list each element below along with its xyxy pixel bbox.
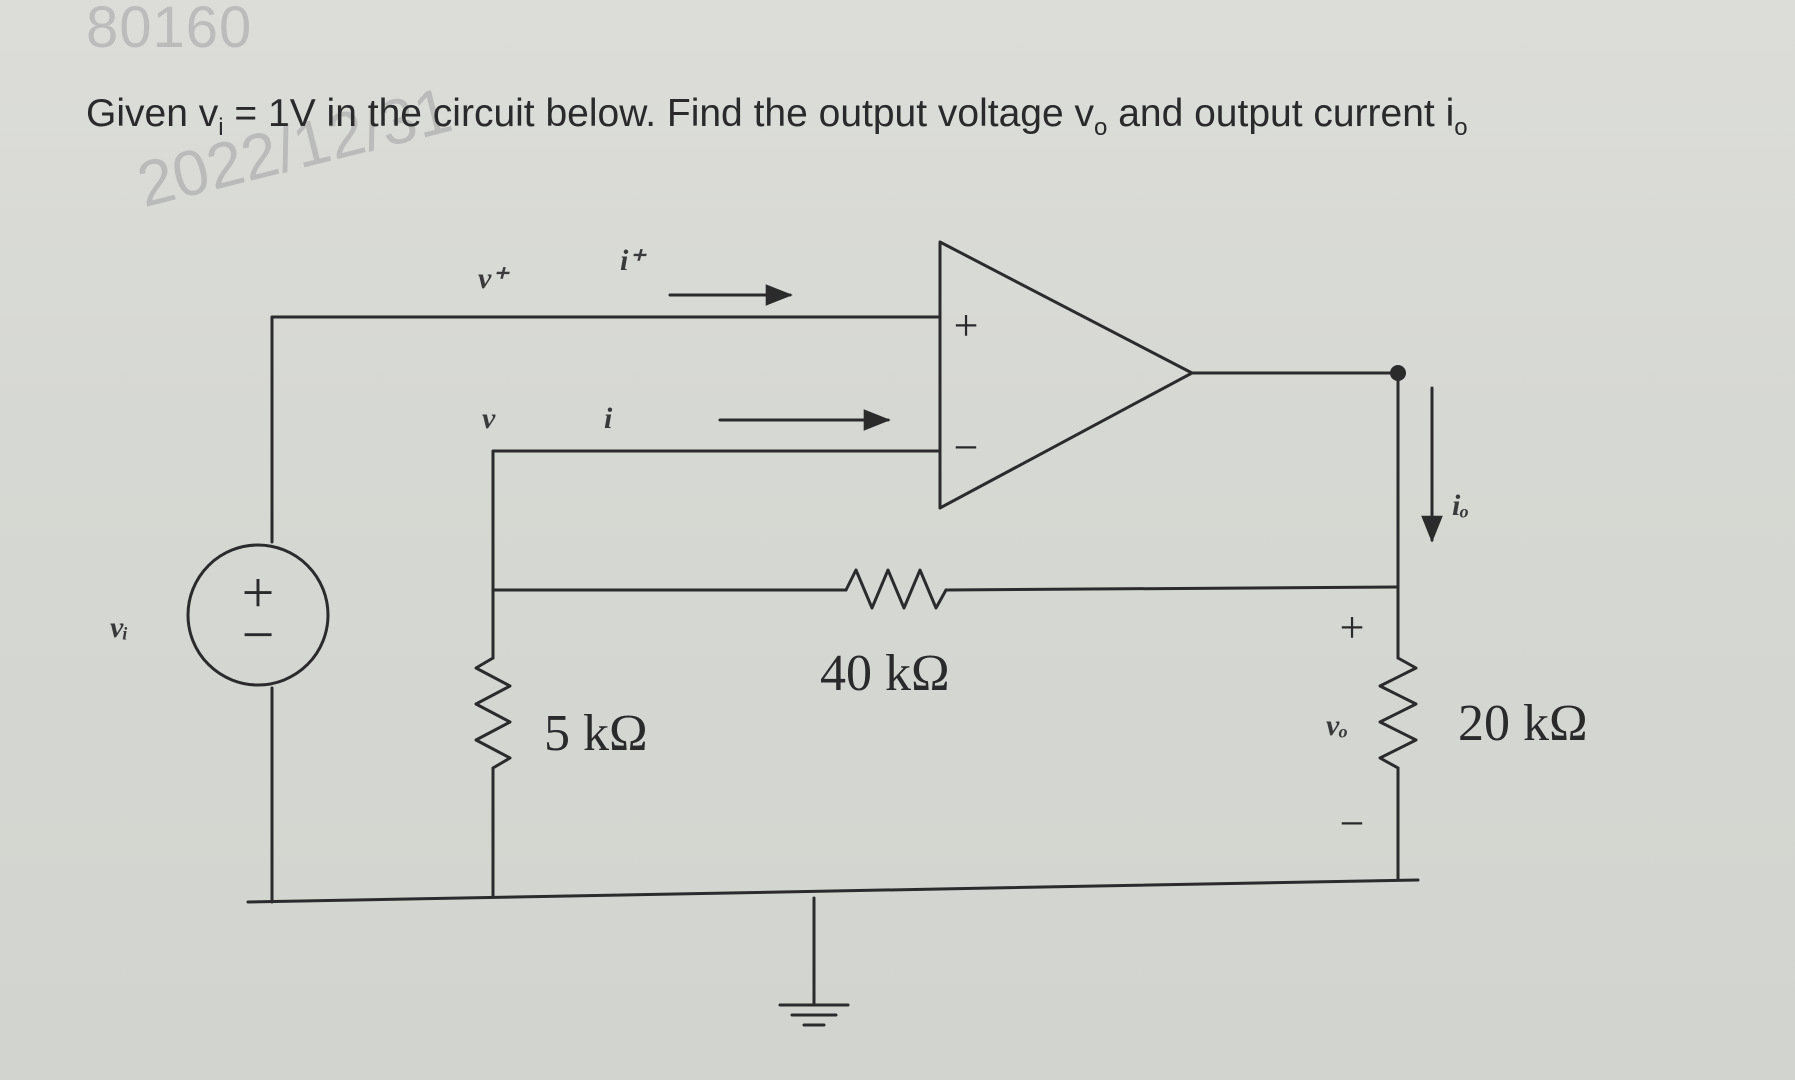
label-i-minus: i [604,402,613,435]
question-middle-sub: o [1094,113,1108,141]
voltage-source [186,543,330,687]
wire-top-plus [270,315,942,544]
label-r1: 5 kΩ [544,705,648,762]
source-minus-label: − [242,602,275,667]
label-source: vᵢ [110,611,128,644]
label-r2: 40 kΩ [820,645,950,702]
label-v-minus: v [482,402,496,435]
resistor-20k [1378,656,1418,770]
opamp-plus-label: + [954,301,979,350]
vo-minus-label: − [1340,799,1365,848]
label-vo: vₒ [1326,709,1348,742]
label-io: iₒ [1452,489,1469,522]
wire-feedback-right [944,585,1400,592]
resistor-40k [844,568,948,610]
label-r3: 20 kΩ [1458,695,1588,752]
question-middle: = 1V in the circuit below. Find the outp… [223,92,1094,135]
output-node-dot [1390,365,1406,381]
watermark-id: 80160 [86,0,253,60]
label-i-plus: i⁺ [620,244,647,277]
resistor-5k [474,656,512,770]
opamp-minus-label: − [954,423,979,472]
question-text: Given vi = 1V in the circuit below. Find… [86,92,1468,142]
label-v-plus: v⁺ [478,262,510,295]
ground-symbol [778,1003,850,1027]
opamp-body [938,240,1194,510]
question-prefix: Given v [86,92,219,135]
vo-plus-label: + [1340,603,1365,652]
wire-minus-input [491,449,942,592]
source-plus-label: + [242,560,275,625]
question-prefix-sub: i [218,113,224,141]
wire-output [1190,371,1400,589]
wire-ground-bus [246,878,1420,904]
question-end: and output current i [1107,92,1455,135]
question-end-sub: o [1454,113,1468,141]
